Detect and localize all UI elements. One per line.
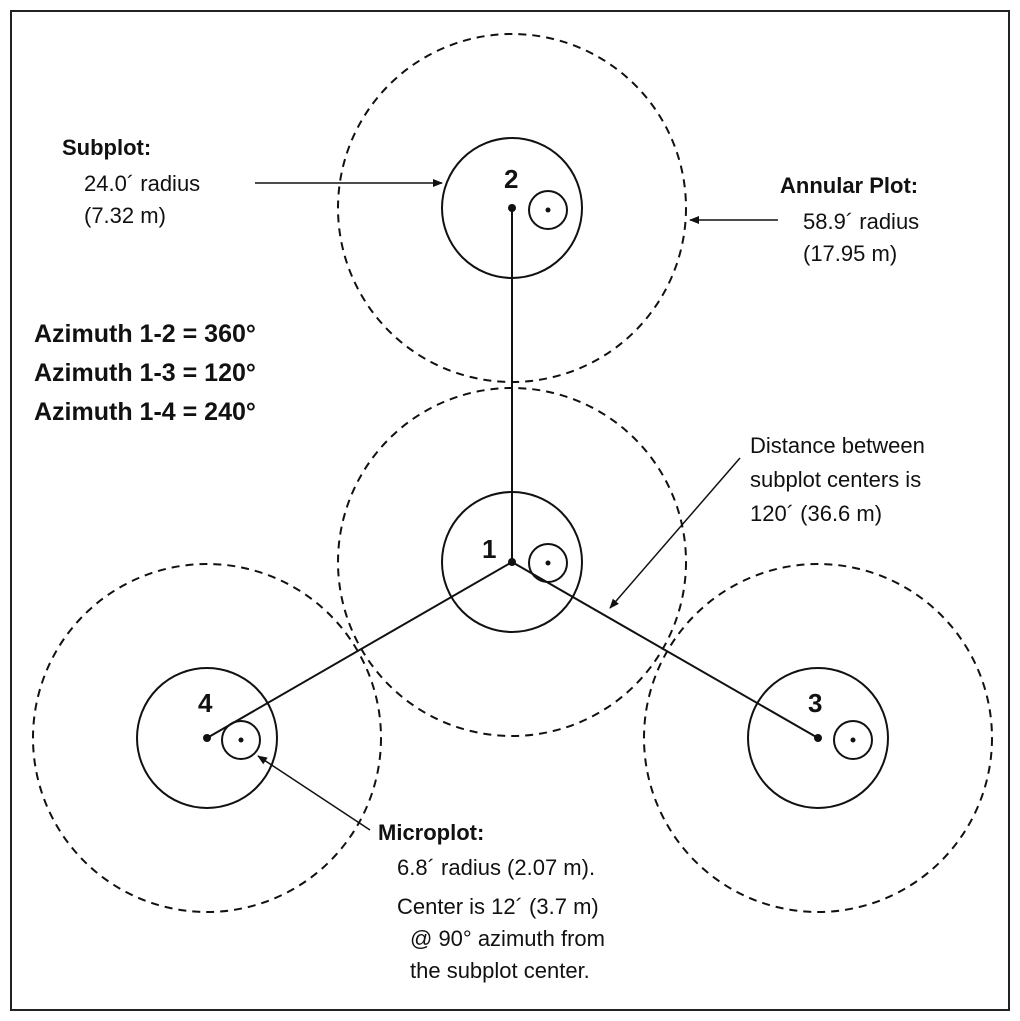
microplot-callout-line-2: Center is 12´ (3.7 m) [397, 894, 599, 919]
annular-callout-line-2: (17.95 m) [803, 241, 897, 266]
subplot-number-3: 3 [808, 688, 822, 718]
distance-callout-line-3: 120´ (36.6 m) [750, 501, 882, 526]
subplot-number-4: 4 [198, 688, 213, 718]
subplot-2 [441, 137, 583, 279]
microplot-center-4 [238, 737, 244, 743]
microplot-1 [528, 543, 568, 583]
callout-arrows [255, 179, 778, 831]
subplot-number-2: 2 [504, 164, 518, 194]
microplot-center-3 [850, 737, 856, 743]
center-points [203, 204, 856, 743]
subplot-center-4 [203, 734, 211, 742]
line-1-4 [206, 561, 513, 739]
subplot-4 [136, 667, 278, 809]
azimuth-1-3: Azimuth 1-3 = 120° [34, 359, 256, 387]
annular-plot-4 [32, 563, 382, 913]
subplot-center-2 [508, 204, 516, 212]
subplots [136, 137, 889, 809]
line-1-3 [511, 561, 819, 739]
subplot-callout-title: Subplot: [62, 135, 151, 160]
microplot-arrow [257, 755, 371, 831]
subplot-callout-line-2: (7.32 m) [84, 203, 166, 228]
subplot-1 [441, 491, 583, 633]
distance-callout-line-1: Distance between [750, 433, 925, 458]
microplot-callout-title: Microplot: [378, 820, 484, 845]
microplot-callout-line-4: the subplot center. [410, 958, 590, 983]
azimuth-1-4: Azimuth 1-4 = 240° [34, 398, 256, 426]
subplot-3 [747, 667, 889, 809]
microplot-3 [833, 720, 873, 760]
subplot-number-1: 1 [482, 534, 496, 564]
center-lines [206, 208, 819, 739]
microplot-callout-line-3: @ 90° azimuth from [410, 926, 605, 951]
annular-plot-3 [643, 563, 993, 913]
diagram-border [10, 10, 1010, 1011]
subplot-center-1 [508, 558, 516, 566]
distance-callout-line-2: subplot centers is [750, 467, 921, 492]
azimuth-1-2: Azimuth 1-2 = 360° [34, 320, 256, 348]
microplot-center-2 [545, 207, 551, 213]
microplot-callout-line-1: 6.8´ radius (2.07 m). [397, 855, 595, 880]
subplot-center-3 [814, 734, 822, 742]
subplot-callout-line-1: 24.0´ radius [84, 171, 200, 196]
microplot-center-1 [545, 560, 551, 566]
annular-callout-title: Annular Plot: [780, 173, 918, 198]
microplot-4 [221, 720, 261, 760]
microplot-2 [528, 190, 568, 230]
microplots [221, 190, 873, 760]
annular-callout-line-1: 58.9´ radius [803, 209, 919, 234]
distance-arrow [609, 457, 741, 609]
